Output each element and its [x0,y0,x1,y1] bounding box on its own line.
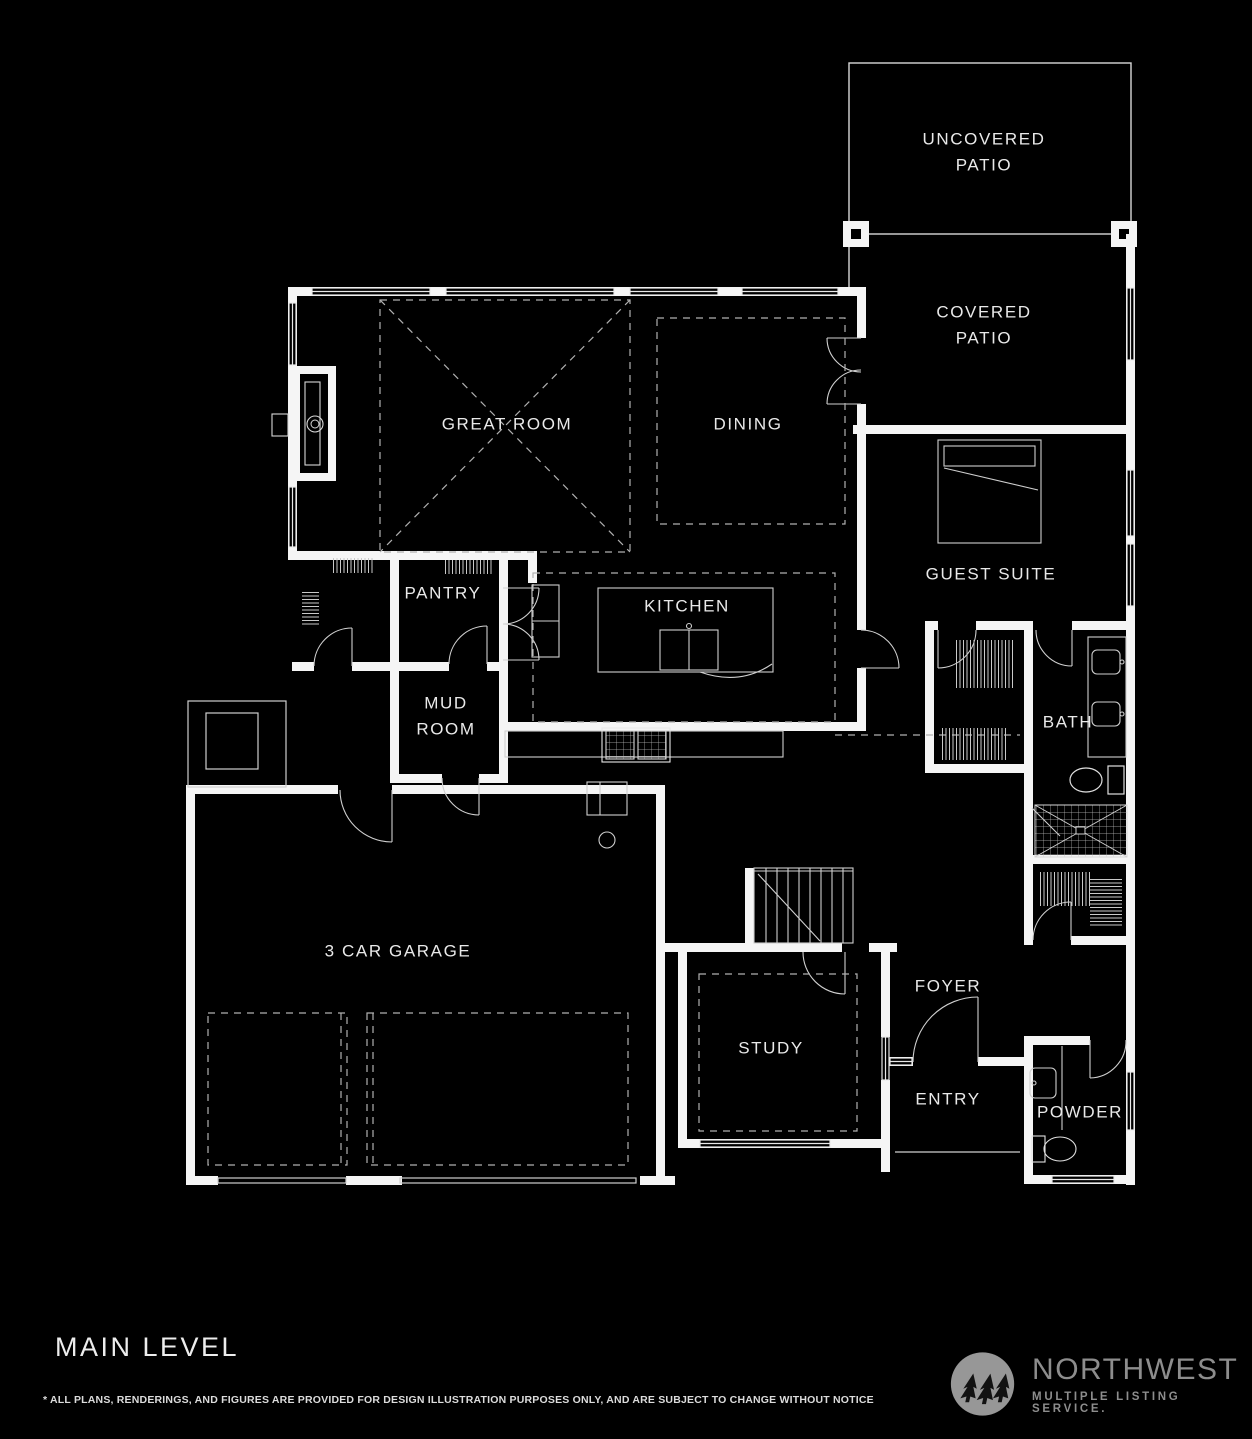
walls [186,234,1135,1185]
stairs [753,867,854,944]
powder-fixtures [1029,1046,1077,1163]
room-label-study: STUDY [738,1038,804,1058]
nwmls-logo: NORTHWEST MULTIPLE LISTING SERVICE. [948,1344,1252,1424]
plan-disclaimer: * ALL PLANS, RENDERINGS, AND FIGURES ARE… [43,1394,874,1406]
dashed-ceiling-lines [207,299,1020,1166]
garage-door-icons [217,1177,637,1184]
nwmls-logo-text: NORTHWEST MULTIPLE LISTING SERVICE. [1032,1353,1252,1415]
room-label-mud-room: MUD ROOM [416,693,476,739]
room-label-foyer: FOYER [914,976,982,996]
room-label-kitchen: KITCHEN [644,596,730,616]
room-label-bath: BATH [1042,712,1094,732]
kitchen-island [597,587,774,678]
room-label-entry: ENTRY [915,1089,981,1109]
refrigerator-icon [531,584,560,658]
room-label-powder: POWDER [1036,1102,1124,1122]
logo-name: NORTHWEST [1032,1353,1239,1386]
room-label-great-room: GREAT ROOM [441,414,573,434]
room-label-garage: 3 CAR GARAGE [324,941,472,961]
room-label-covered-patio: COVERED PATIO [936,302,1032,348]
bed-icon [937,439,1042,544]
room-label-uncovered-patio: UNCOVERED PATIO [922,129,1046,175]
room-label-guest-suite: GUEST SUITE [925,564,1057,584]
bath-toilet-icon [1069,765,1125,795]
bath-vanity-sinks [1087,636,1127,758]
water-heater-icon [586,781,628,849]
side-porch-pad [187,700,287,788]
shower [1034,804,1128,858]
plan-title: MAIN LEVEL [55,1332,240,1362]
counter-and-range-icon [504,727,784,763]
window-icons [288,287,1135,1184]
logo-tagline: MULTIPLE LISTING SERVICE. [1032,1391,1181,1415]
pine-trees-icon [950,1352,1015,1416]
room-label-dining: DINING [713,414,783,434]
fireplace-icon [271,366,336,481]
room-label-pantry: PANTRY [404,583,482,603]
closet-rod-hatches [302,558,1122,928]
